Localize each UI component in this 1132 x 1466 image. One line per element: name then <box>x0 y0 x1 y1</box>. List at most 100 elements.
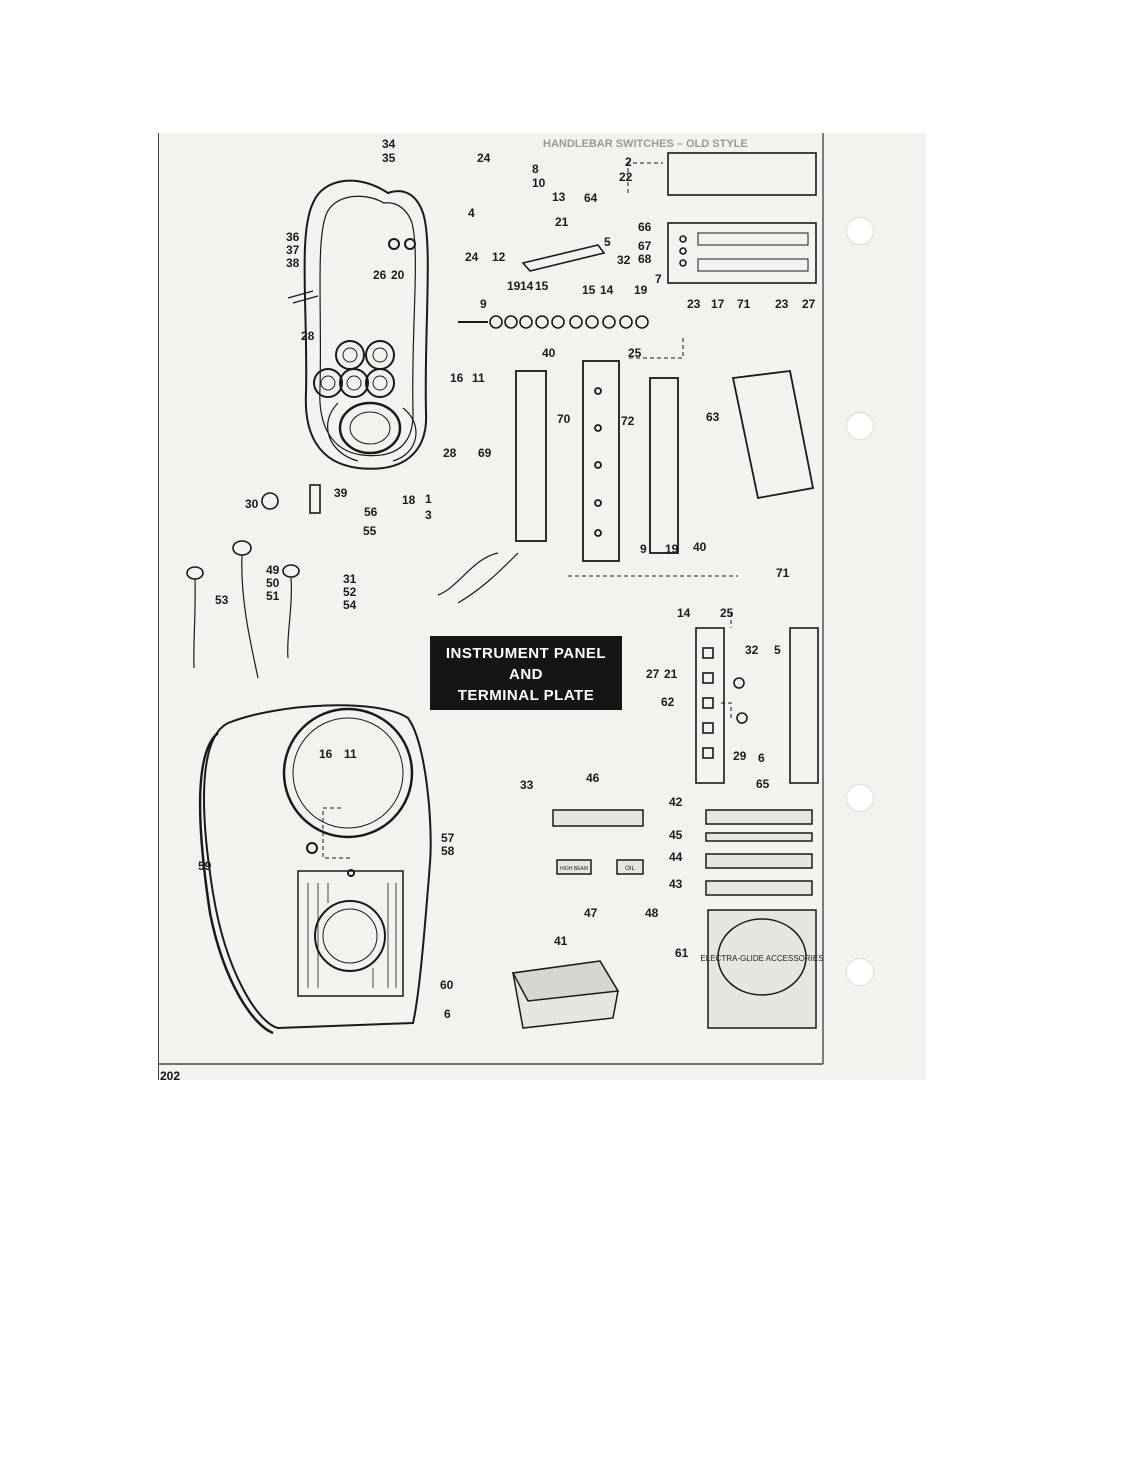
callout-47: 47 <box>584 906 598 920</box>
callout-49: 49 <box>266 563 280 577</box>
lens-label-oil: OIL <box>625 866 635 872</box>
callout-40: 40 <box>542 346 556 360</box>
callout-9b: 9 <box>640 542 647 556</box>
callout-59: 59 <box>198 859 212 873</box>
callout-71b: 71 <box>776 566 790 580</box>
instrument-cover <box>198 704 432 1035</box>
callout-28b: 28 <box>443 446 457 460</box>
callout-40b: 40 <box>693 540 707 554</box>
callout-64: 64 <box>584 191 598 205</box>
callout-22: 22 <box>619 170 633 184</box>
callout-56: 56 <box>364 505 378 519</box>
leader-lines <box>322 162 738 859</box>
callout-43: 43 <box>669 877 683 891</box>
callout-2: 2 <box>625 155 632 169</box>
callout-57: 57 <box>441 831 455 845</box>
callout-11b: 11 <box>344 747 357 761</box>
callout-36: 36 <box>286 230 300 244</box>
callout-70: 70 <box>557 412 571 426</box>
callout-1: 1 <box>425 492 432 506</box>
callout-53: 53 <box>215 593 229 607</box>
callout-69: 69 <box>478 446 492 460</box>
callout-16: 16 <box>450 371 464 385</box>
callout-25b: 25 <box>720 606 734 620</box>
callout-58: 58 <box>441 844 455 858</box>
callout-10: 10 <box>532 176 546 190</box>
callout-33: 33 <box>520 778 534 792</box>
terminal-boards <box>437 360 815 604</box>
callout-8: 8 <box>532 162 539 176</box>
callout-19c: 19 <box>665 542 679 556</box>
callout-20: 20 <box>391 268 405 282</box>
callout-54: 54 <box>343 598 357 612</box>
callout-23b: 23 <box>775 297 789 311</box>
callout-60: 60 <box>440 978 454 992</box>
binder-punch-hole-1 <box>846 217 874 245</box>
callout-4: 4 <box>468 206 475 220</box>
terminal-plates-right <box>695 627 819 784</box>
lamp-sockets <box>186 484 321 679</box>
callout-7: 7 <box>655 272 662 286</box>
callout-14: 14 <box>520 279 534 293</box>
callout-21b: 21 <box>664 667 678 681</box>
callout-67: 67 <box>638 239 652 253</box>
plate-text: ELECTRA-GLIDE ACCESSORIES <box>700 954 823 963</box>
title-line-3: TERMINAL PLATE <box>458 687 594 704</box>
callout-42: 42 <box>669 795 683 809</box>
callout-3: 3 <box>425 508 432 522</box>
title-line-2: AND <box>509 666 543 683</box>
callout-11: 11 <box>472 371 485 385</box>
callout-63: 63 <box>706 410 720 424</box>
callout-19b: 19 <box>634 283 648 297</box>
indicator-lenses <box>511 809 817 1029</box>
binder-punch-hole-4 <box>846 958 874 986</box>
callout-34: 34 <box>382 137 396 151</box>
callout-44: 44 <box>669 850 683 864</box>
callout-52: 52 <box>343 585 357 599</box>
instrument-panel-housing <box>287 179 429 470</box>
callout-14b: 14 <box>600 283 614 297</box>
diagram-title-box: INSTRUMENT PANEL AND TERMINAL PLATE <box>430 636 622 710</box>
callout-15: 15 <box>535 279 549 293</box>
callout-62: 62 <box>661 695 675 709</box>
callout-6b: 6 <box>444 1007 451 1021</box>
callout-65: 65 <box>756 777 770 791</box>
callout-16b: 16 <box>319 747 333 761</box>
callout-41: 41 <box>554 934 568 948</box>
callout-68: 68 <box>638 252 652 266</box>
terminal-plates-top <box>521 152 817 284</box>
exploded-view-diagram: HANDLEBAR SWITCHES – OLD STYLE <box>158 133 824 1080</box>
callout-27: 27 <box>802 297 816 311</box>
callout-32b: 32 <box>745 643 759 657</box>
washer-row <box>458 315 649 329</box>
callout-28: 28 <box>301 329 315 343</box>
callout-71: 71 <box>737 297 751 311</box>
callout-61: 61 <box>675 946 689 960</box>
callout-31: 31 <box>343 572 357 586</box>
callout-19: 19 <box>507 279 521 293</box>
parts-diagram-sheet: HANDLEBAR SWITCHES – OLD STYLE <box>158 133 926 1080</box>
callout-23: 23 <box>687 297 701 311</box>
callout-55: 55 <box>363 524 377 538</box>
callouts: 34 35 24 8 10 2 22 4 13 21 64 66 36 37 3… <box>198 137 816 1021</box>
callout-38: 38 <box>286 256 300 270</box>
callout-9: 9 <box>480 297 487 311</box>
callout-51: 51 <box>266 589 280 603</box>
callout-5b: 5 <box>774 643 781 657</box>
callout-35: 35 <box>382 151 396 165</box>
title-line-1: INSTRUMENT PANEL <box>446 645 606 662</box>
callout-24b: 24 <box>465 250 479 264</box>
header-text: HANDLEBAR SWITCHES – OLD STYLE <box>543 138 748 150</box>
callout-37: 37 <box>286 243 300 257</box>
page-number: 202 <box>160 1069 181 1083</box>
callout-12: 12 <box>492 250 506 264</box>
callout-26: 26 <box>373 268 387 282</box>
callout-46: 46 <box>586 771 600 785</box>
callout-27b: 27 <box>646 667 660 681</box>
callout-17: 17 <box>711 297 725 311</box>
callout-30: 30 <box>245 497 259 511</box>
callout-25: 25 <box>628 346 642 360</box>
binder-punch-hole-3 <box>846 784 874 812</box>
callout-39: 39 <box>334 486 348 500</box>
callout-50: 50 <box>266 576 280 590</box>
